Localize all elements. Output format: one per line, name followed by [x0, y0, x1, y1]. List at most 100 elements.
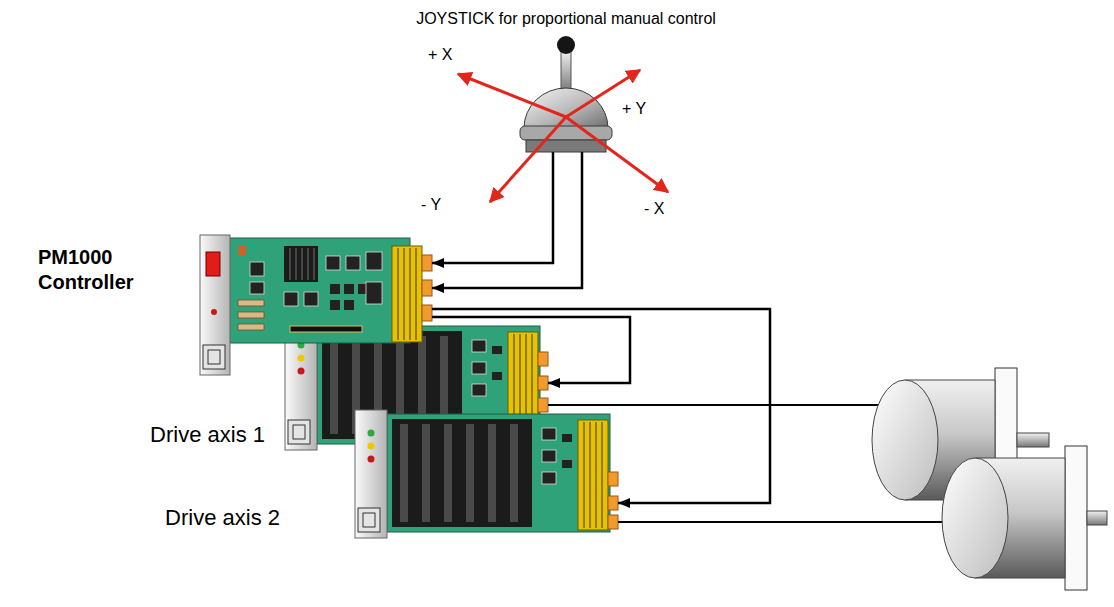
terminal [538, 398, 548, 412]
terminal [608, 515, 618, 529]
status-led [368, 443, 375, 450]
chip [542, 450, 556, 462]
circuit-board [228, 238, 410, 343]
chip [472, 340, 486, 352]
chip [344, 284, 354, 294]
resistor [238, 312, 264, 318]
connector-block [578, 420, 608, 530]
card-handle [358, 508, 380, 532]
slot [290, 326, 362, 332]
axis-label: + X [428, 46, 452, 64]
chip [250, 282, 264, 294]
controller-label: PM1000 Controller [38, 245, 173, 295]
axis-label: - X [644, 200, 664, 218]
status-led [298, 368, 305, 375]
circuit-board [387, 414, 610, 532]
chip [304, 292, 318, 306]
status-led [298, 355, 305, 362]
chip [346, 256, 360, 270]
chip [366, 282, 382, 304]
chip [366, 252, 382, 270]
resistor [238, 324, 264, 330]
motor-shaft [1017, 433, 1049, 447]
chip [472, 384, 486, 396]
heatsink-fin [290, 248, 314, 280]
chip [284, 292, 298, 306]
chip [472, 362, 486, 374]
card-handle [203, 345, 225, 369]
signal-wire [432, 152, 582, 288]
motor-shaft [1087, 511, 1107, 525]
motor-cable [548, 404, 880, 406]
connector-stripes [584, 422, 602, 528]
terminal [422, 280, 432, 296]
connector-block [392, 246, 422, 342]
axis-label: + Y [622, 100, 646, 118]
terminal [422, 255, 432, 271]
heatsink [392, 419, 532, 527]
chip [562, 434, 572, 442]
motor-flange [1065, 446, 1087, 590]
status-led [211, 309, 217, 315]
heatsink-fin [510, 424, 518, 522]
axis-arrow [458, 74, 566, 117]
joystick-caption: JOYSTICK for proportional manual control [416, 10, 716, 28]
terminal [422, 305, 432, 321]
signal-wire [432, 152, 553, 263]
motor-face [942, 458, 1008, 578]
chip [250, 262, 264, 276]
chip [326, 256, 340, 270]
card-handle [288, 420, 310, 444]
display-window [206, 252, 220, 276]
heatsink-fin [400, 424, 408, 522]
heatsink [284, 246, 318, 282]
heatsink-fin [444, 424, 452, 522]
drive-label: Drive axis 2 [165, 505, 280, 531]
chip [492, 372, 502, 380]
component [238, 246, 246, 256]
connector-stripes [398, 248, 416, 340]
front-panel [200, 235, 230, 375]
chip [492, 346, 502, 354]
status-led [368, 430, 375, 437]
card-handle [363, 513, 375, 527]
joystick-dome [524, 88, 608, 128]
axis-arrow [490, 117, 566, 202]
chip [562, 460, 572, 468]
chip [330, 284, 340, 294]
joystick-stick [561, 50, 571, 92]
drive-card: Drive axis 1 [285, 320, 548, 452]
heatsink-fin [488, 424, 496, 522]
axis-label: - Y [421, 196, 441, 214]
heatsink-fin [466, 424, 474, 522]
controller-card: PM1000 Controller [200, 235, 432, 375]
terminal [608, 496, 618, 510]
card-handle [208, 350, 220, 364]
drive-card: Drive axis 2 [355, 408, 618, 538]
heatsink-fin [330, 336, 338, 434]
chip [542, 428, 556, 440]
joystick: JOYSTICK for proportional manual control [523, 38, 609, 152]
terminal [538, 376, 548, 390]
status-led [368, 456, 375, 463]
resistor [238, 300, 264, 306]
heatsink-fin [422, 424, 430, 522]
chip [542, 472, 556, 484]
joystick-base [520, 126, 612, 140]
chip [330, 300, 340, 310]
signal-wire [432, 309, 770, 503]
terminal [538, 352, 548, 366]
motor-cable [618, 521, 944, 523]
signal-wire [432, 317, 630, 383]
connector-group [432, 152, 770, 503]
front-panel [355, 410, 387, 538]
terminal [608, 472, 618, 486]
joystick-knob [557, 36, 575, 54]
motor-face [872, 380, 938, 500]
card-handle [293, 425, 305, 439]
chip [344, 300, 354, 310]
drive-label: Drive axis 1 [150, 422, 265, 448]
